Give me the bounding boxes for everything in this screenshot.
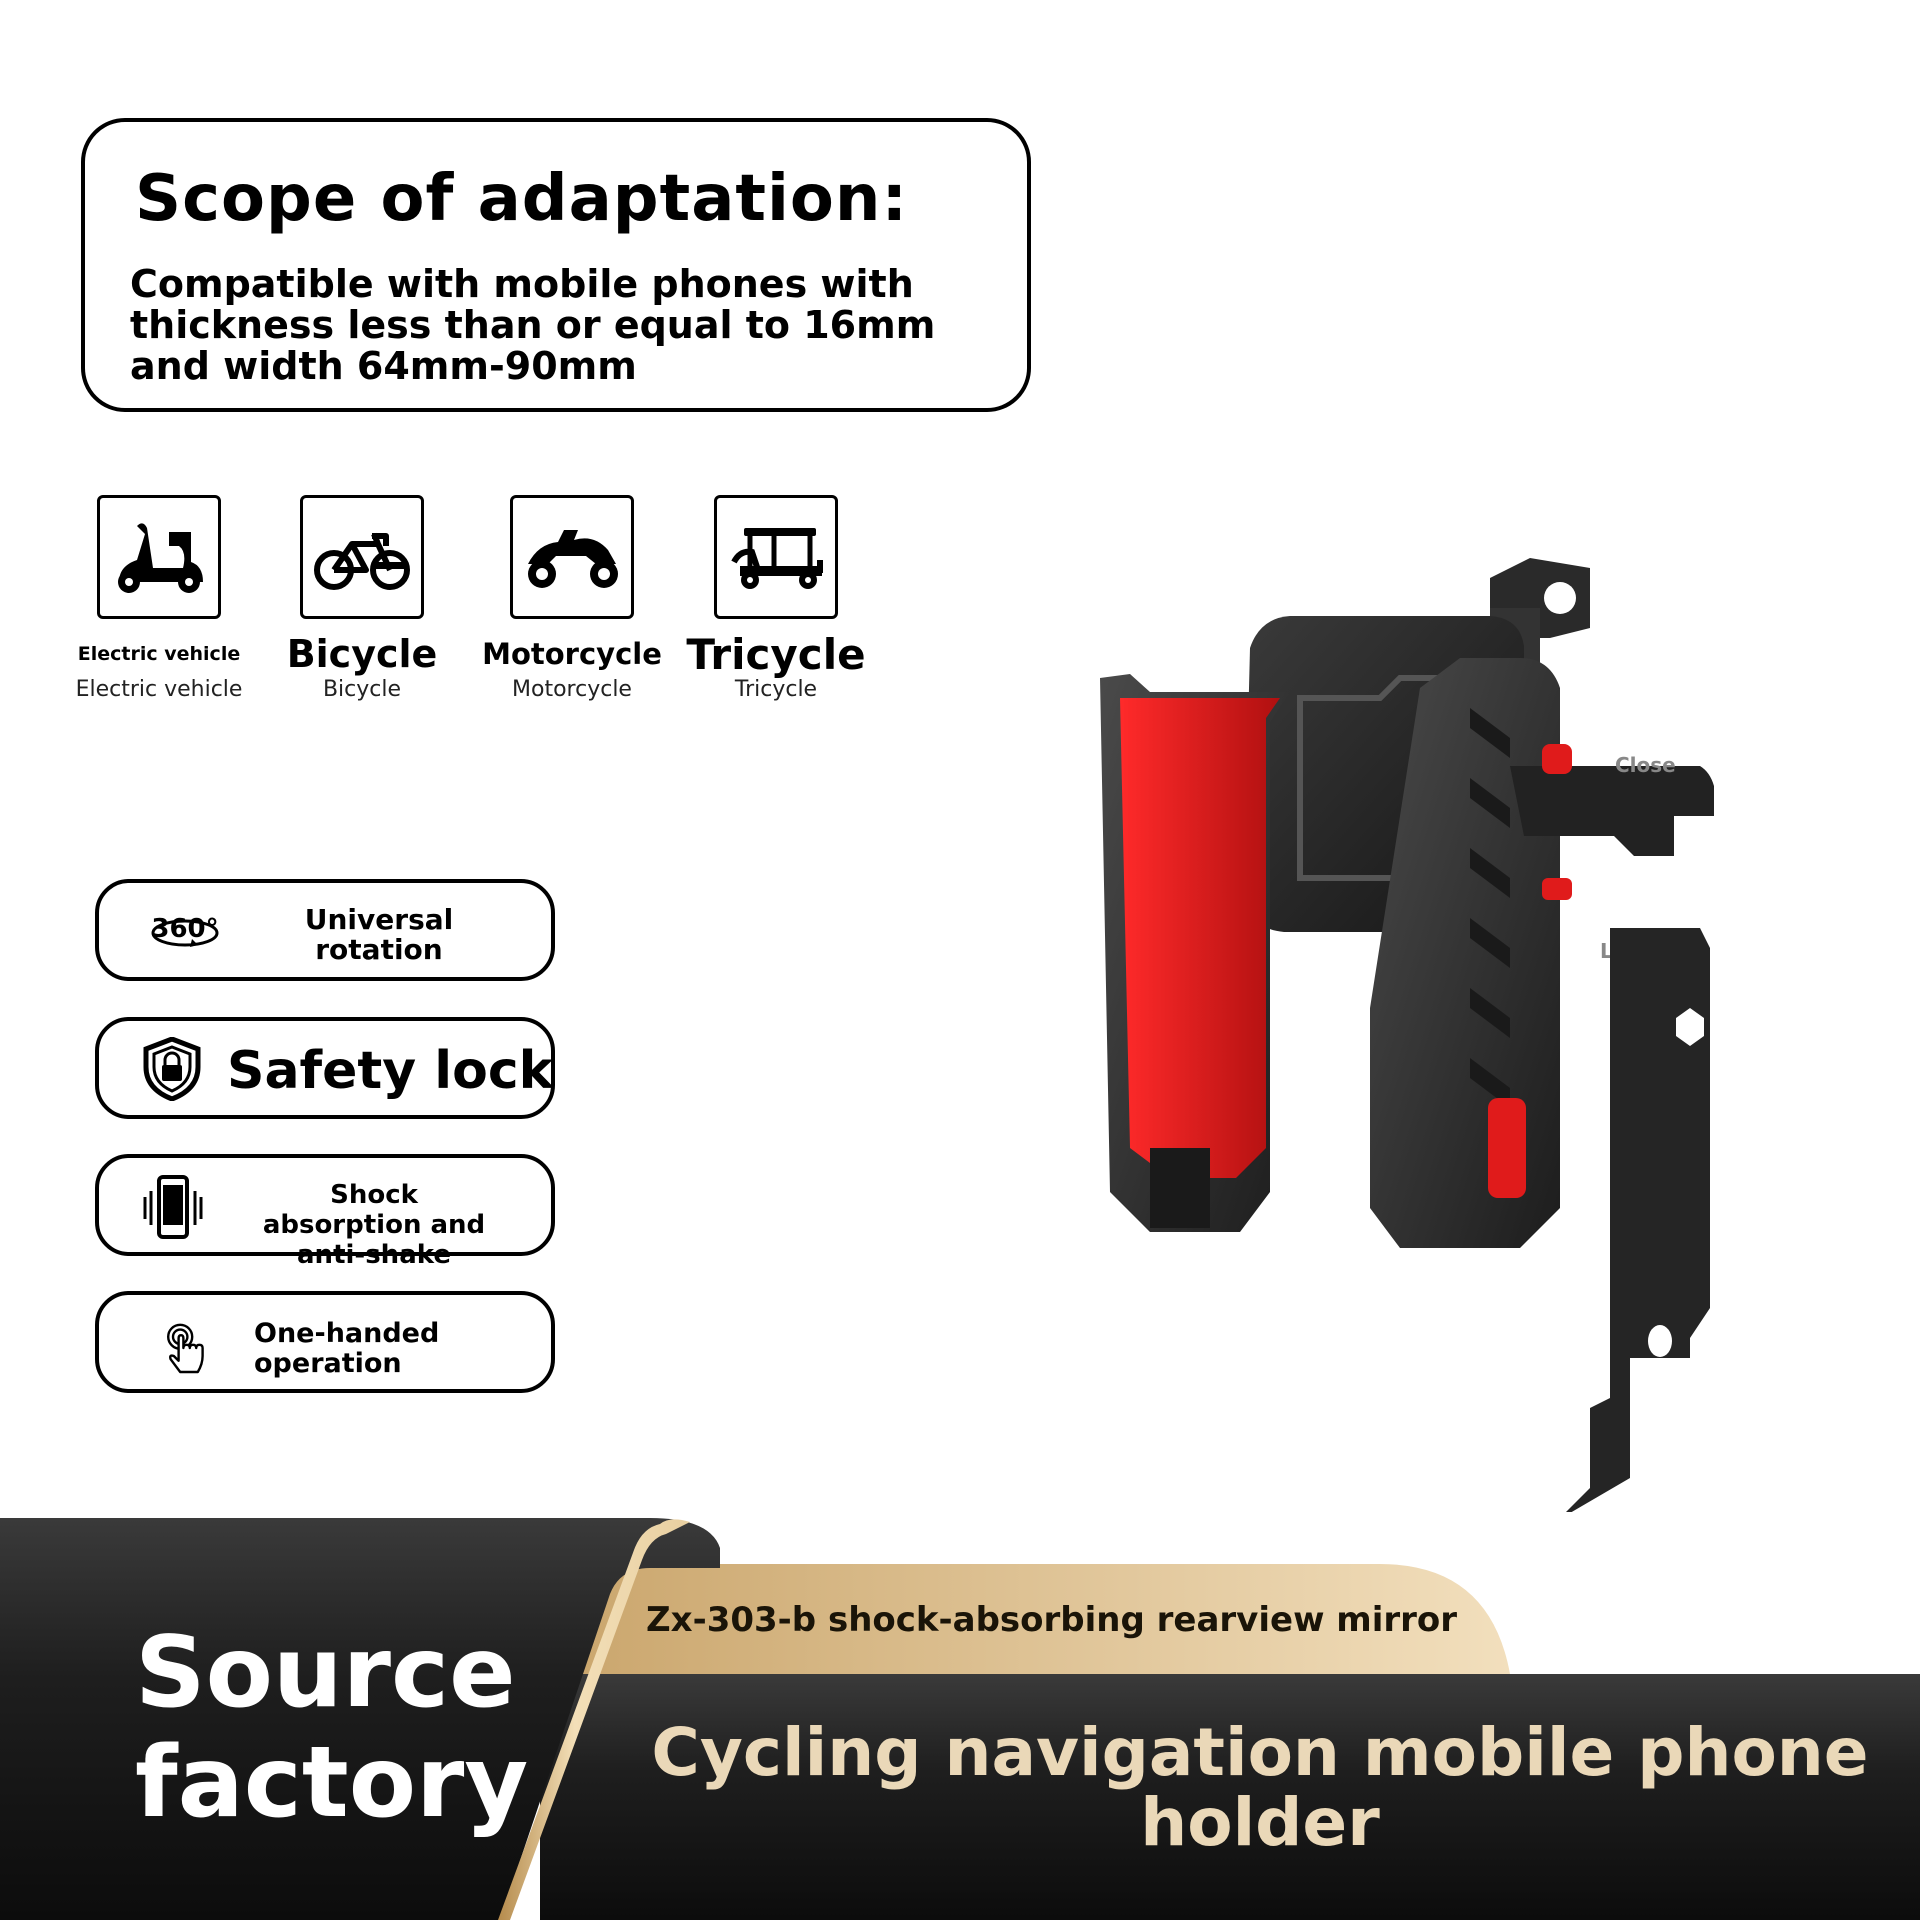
feature-label: Shock absorption and anti-shake	[262, 1180, 486, 1270]
scope-description: Compatible with mobile phones with thick…	[130, 262, 936, 388]
vehicle-sublabel: Motorcycle	[512, 677, 632, 702]
vehicle-label: Tricycle	[686, 629, 866, 679]
headline: Cycling navigation mobile phone holder	[651, 1714, 1869, 1861]
vehicle-sublabel: Electric vehicle	[75, 677, 243, 702]
phone-holder-image: Close Loose	[1100, 558, 1714, 1564]
rotation-360-icon: 360°	[151, 914, 219, 947]
source-factory-text: Source factory	[135, 1616, 529, 1840]
vehicle-bicycle: Bicycle Bicycle	[267, 495, 457, 702]
tap-hand-icon	[167, 1323, 204, 1374]
rotation-degree-text: 360°	[151, 914, 218, 944]
knob-close-label: Close	[1615, 753, 1676, 777]
feature-safety-lock: Safety lock	[95, 1017, 555, 1119]
vehicle-motorcycle: Motorcycle Motorcycle	[477, 495, 667, 702]
motorcycle-icon	[510, 495, 634, 619]
feature-label: Safety lock	[227, 1041, 554, 1101]
feature-one-handed: One-handed operation	[95, 1291, 555, 1393]
vehicle-sublabel: Tricycle	[734, 677, 818, 702]
vehicle-electric: Electric vehicle Electric vehicle	[64, 495, 254, 702]
electric-scooter-icon	[97, 495, 221, 619]
bottom-banner	[0, 1512, 1920, 1920]
vehicle-sublabel: Bicycle	[322, 677, 402, 702]
scope-card: Scope of adaptation: Compatible with mob…	[81, 118, 1031, 412]
feature-universal-rotation: 360° Universal rotation	[95, 879, 555, 981]
vehicle-label: Bicycle	[286, 632, 438, 676]
model-name: Zx-303-b shock-absorbing rearview mirror	[646, 1600, 1458, 1640]
bicycle-icon	[300, 495, 424, 619]
shield-lock-icon	[143, 1037, 201, 1101]
vibrating-phone-icon	[143, 1175, 203, 1239]
feature-label: Universal rotation	[304, 903, 454, 966]
tricycle-icon	[714, 495, 838, 619]
vehicle-label: Motorcycle	[482, 637, 662, 671]
feature-shock-absorption: Shock absorption and anti-shake	[95, 1154, 555, 1270]
vehicle-tricycle: Tricycle Tricycle	[681, 495, 871, 702]
feature-label: One-handed operation	[254, 1318, 440, 1379]
scope-title: Scope of adaptation:	[135, 162, 909, 236]
vehicle-label: Electric vehicle	[77, 643, 241, 665]
